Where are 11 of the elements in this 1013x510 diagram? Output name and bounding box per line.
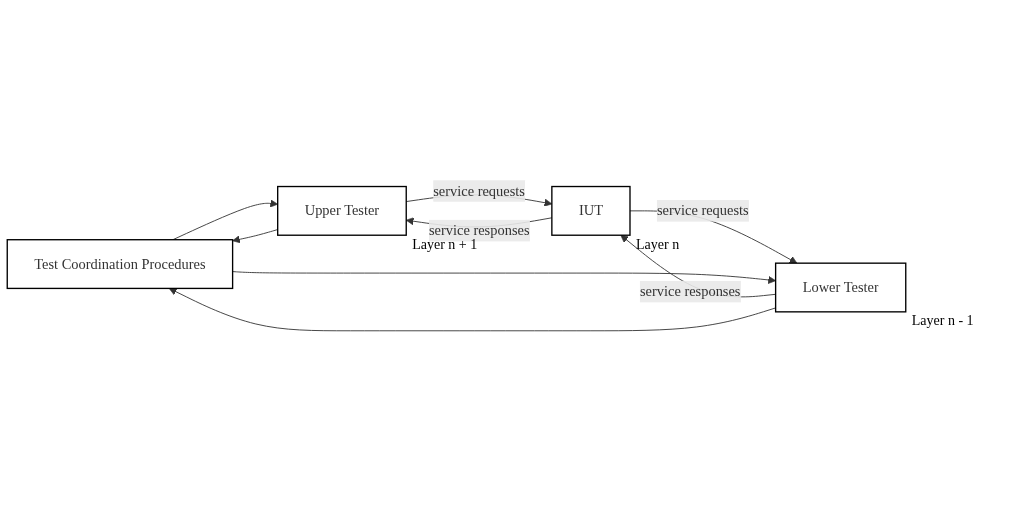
edge-label: service requests [433, 182, 525, 198]
layer-label: Layer n [636, 236, 680, 253]
edge-label: service responses [428, 222, 530, 238]
edge-label: service requests [656, 202, 749, 218]
node-box: Lower Tester [774, 262, 907, 313]
node-box: Upper Tester [277, 185, 407, 236]
layer-label: Layer n + 1 [412, 236, 478, 253]
layer-label: Layer n - 1 [911, 313, 974, 330]
edge-label: service responses [639, 283, 741, 299]
node-box: Test Coordination Procedures [6, 238, 234, 289]
node-box: IUT [551, 185, 631, 236]
